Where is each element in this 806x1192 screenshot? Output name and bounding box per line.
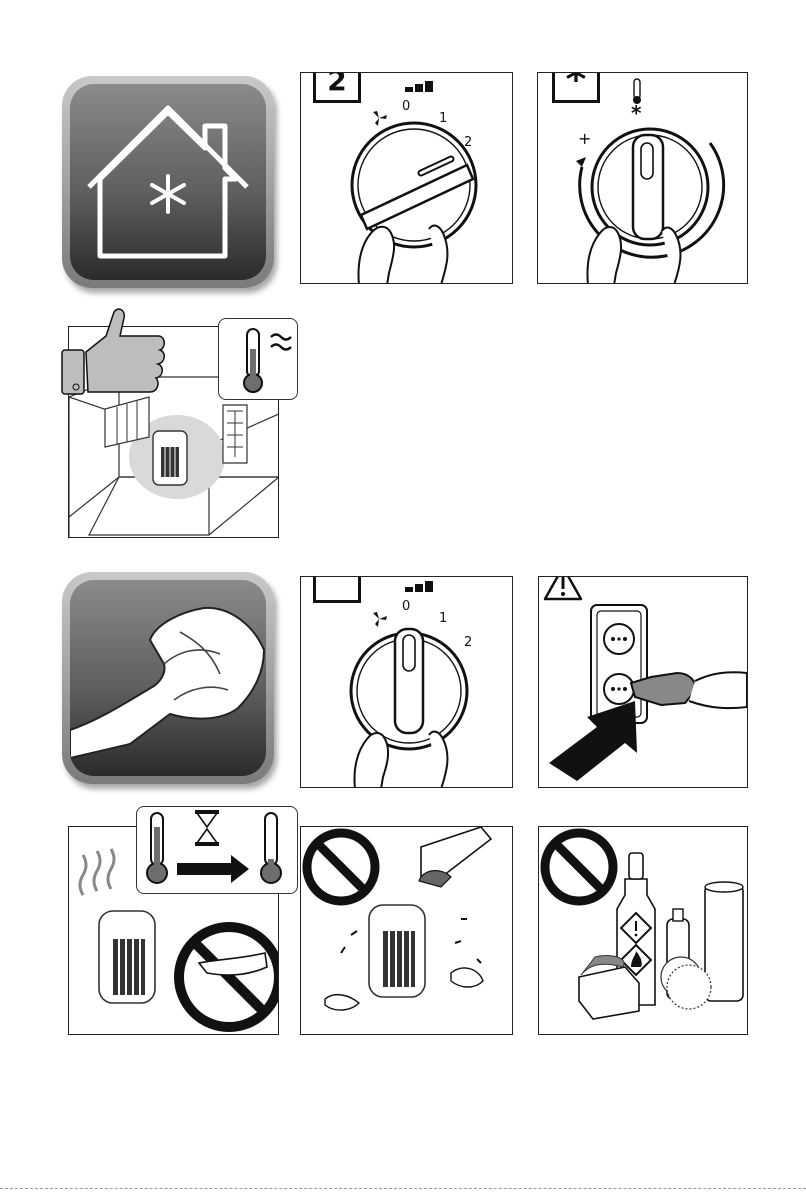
position-1-label: 1 [439, 611, 447, 626]
cleaning-cloth-icon [70, 580, 266, 776]
fan-icon [373, 612, 387, 627]
warning-triangle-icon [543, 576, 583, 601]
page-footer-rule [0, 1188, 806, 1189]
unplug-panel [538, 576, 748, 788]
no-entry-icon [307, 833, 375, 901]
position-0-label: 0 [402, 599, 410, 614]
no-water-panel [300, 826, 513, 1035]
thermometer-icon [218, 318, 298, 400]
no-water-illustration [301, 827, 513, 1035]
thumbs-up-icon [60, 306, 172, 396]
knob-setting-2-panel: 2 0 1 2 [300, 72, 513, 284]
frost-snowflake-icon [146, 172, 190, 216]
position-2-label: 2 [464, 135, 472, 150]
frost-protection-tile [62, 76, 274, 288]
off-tab [313, 576, 361, 603]
no-flammables-panel [538, 826, 748, 1035]
unplug-illustration [539, 577, 748, 788]
frost-symbol-label: * [631, 101, 641, 125]
position-1-label: 1 [439, 111, 447, 126]
increase-label: + [578, 129, 591, 148]
frost-mode-tab: * [552, 72, 600, 103]
knob-frost-illustration [538, 73, 748, 284]
hourglass-icon [195, 810, 219, 846]
knob-frost-panel: * + * [537, 72, 748, 284]
cooldown-indicator [136, 806, 298, 894]
position-0-label: 0 [402, 99, 410, 114]
no-entry-icon [545, 833, 613, 901]
position-2-label: 2 [464, 635, 472, 650]
fan-icon [373, 111, 387, 126]
cleaning-tile [62, 572, 274, 784]
no-entry-icon [179, 927, 279, 1027]
setting-2-tab: 2 [313, 72, 361, 103]
no-flammables-illustration [539, 827, 748, 1035]
knob-off-panel: 0 1 2 [300, 576, 513, 788]
